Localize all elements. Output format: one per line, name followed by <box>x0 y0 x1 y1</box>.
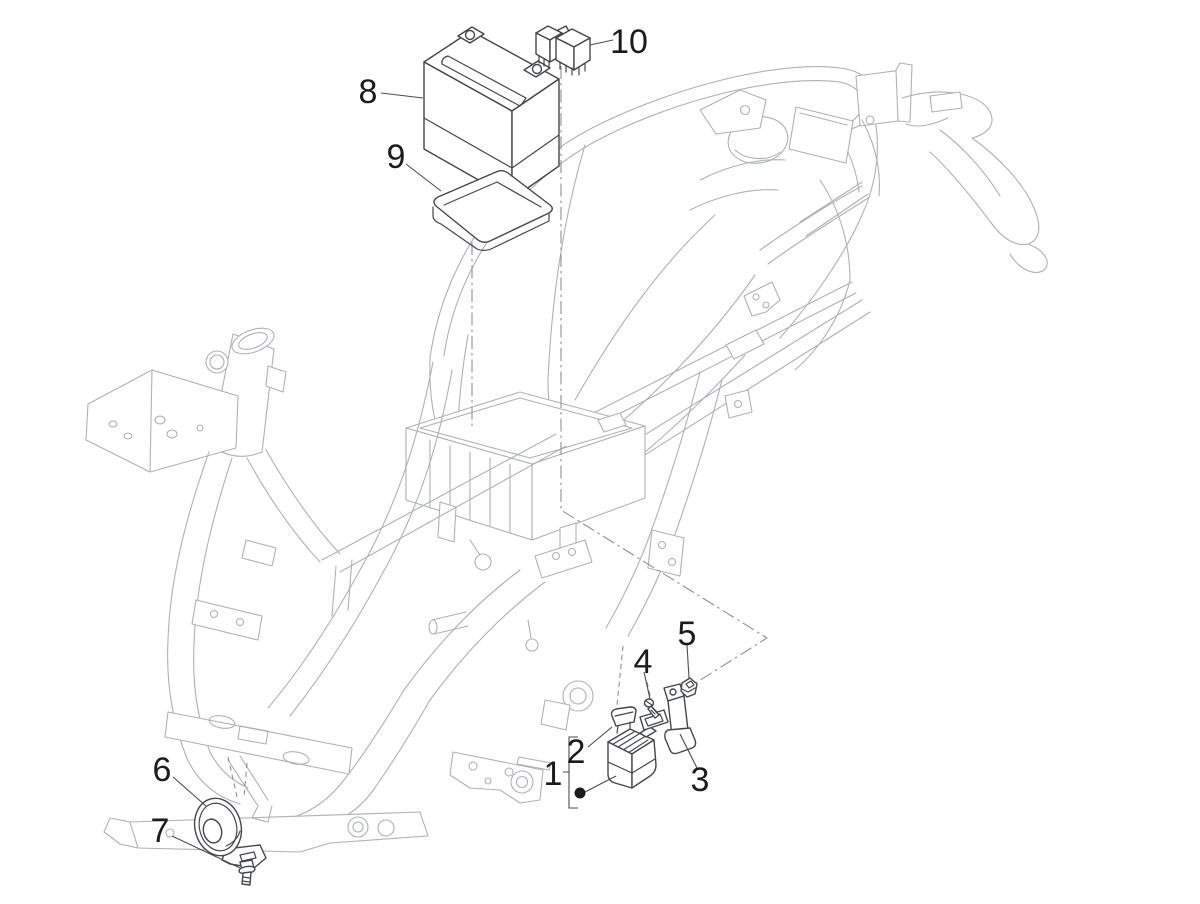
horn-bolt <box>238 859 256 886</box>
leader-5 <box>686 644 690 679</box>
group-1-bracket <box>563 736 578 809</box>
regulator-axis-dashes <box>616 645 652 706</box>
leader-1-dot <box>584 775 617 793</box>
assembly-axes <box>227 66 769 798</box>
leader-4 <box>643 671 651 700</box>
voltage-regulator <box>607 726 657 789</box>
leader-2 <box>587 726 613 748</box>
callout-leaders <box>171 39 698 869</box>
frame-drawing <box>85 62 1048 853</box>
rear-frame-rails <box>555 181 871 637</box>
callout-6: 6 <box>153 751 172 789</box>
clip-nut <box>680 677 698 698</box>
screw <box>643 698 660 719</box>
leader-8 <box>380 92 424 99</box>
callout-labels: 1 2 3 4 5 6 7 8 9 10 <box>151 23 710 850</box>
battery-cover <box>432 170 553 252</box>
horn <box>193 797 267 869</box>
regulator-cap <box>610 706 637 734</box>
relay-axis-line <box>560 66 769 685</box>
battery <box>423 26 560 200</box>
mounting-bracket <box>639 683 697 755</box>
callout-8: 8 <box>359 73 378 111</box>
callout-7: 7 <box>151 812 170 850</box>
callout-9: 9 <box>387 138 406 176</box>
leader-3 <box>679 733 698 769</box>
callout-4: 4 <box>634 643 653 681</box>
helmet-compartment <box>429 66 879 508</box>
horn-axis-dashes <box>227 756 248 798</box>
main-spars <box>267 361 593 717</box>
leader-9 <box>405 163 442 192</box>
callout-1: 1 <box>544 755 563 793</box>
callout-5: 5 <box>678 615 697 653</box>
callout-3: 3 <box>691 761 710 799</box>
lower-frame <box>103 680 594 853</box>
steering-head <box>85 327 341 805</box>
relays <box>535 25 591 76</box>
rear-tail-bracket <box>855 62 1048 273</box>
group-1-marker-dot <box>574 787 586 799</box>
callout-10: 10 <box>610 23 648 61</box>
callout-2: 2 <box>567 733 586 771</box>
leader-7 <box>171 835 241 869</box>
leader-10 <box>589 39 614 46</box>
leader-6 <box>172 776 207 807</box>
